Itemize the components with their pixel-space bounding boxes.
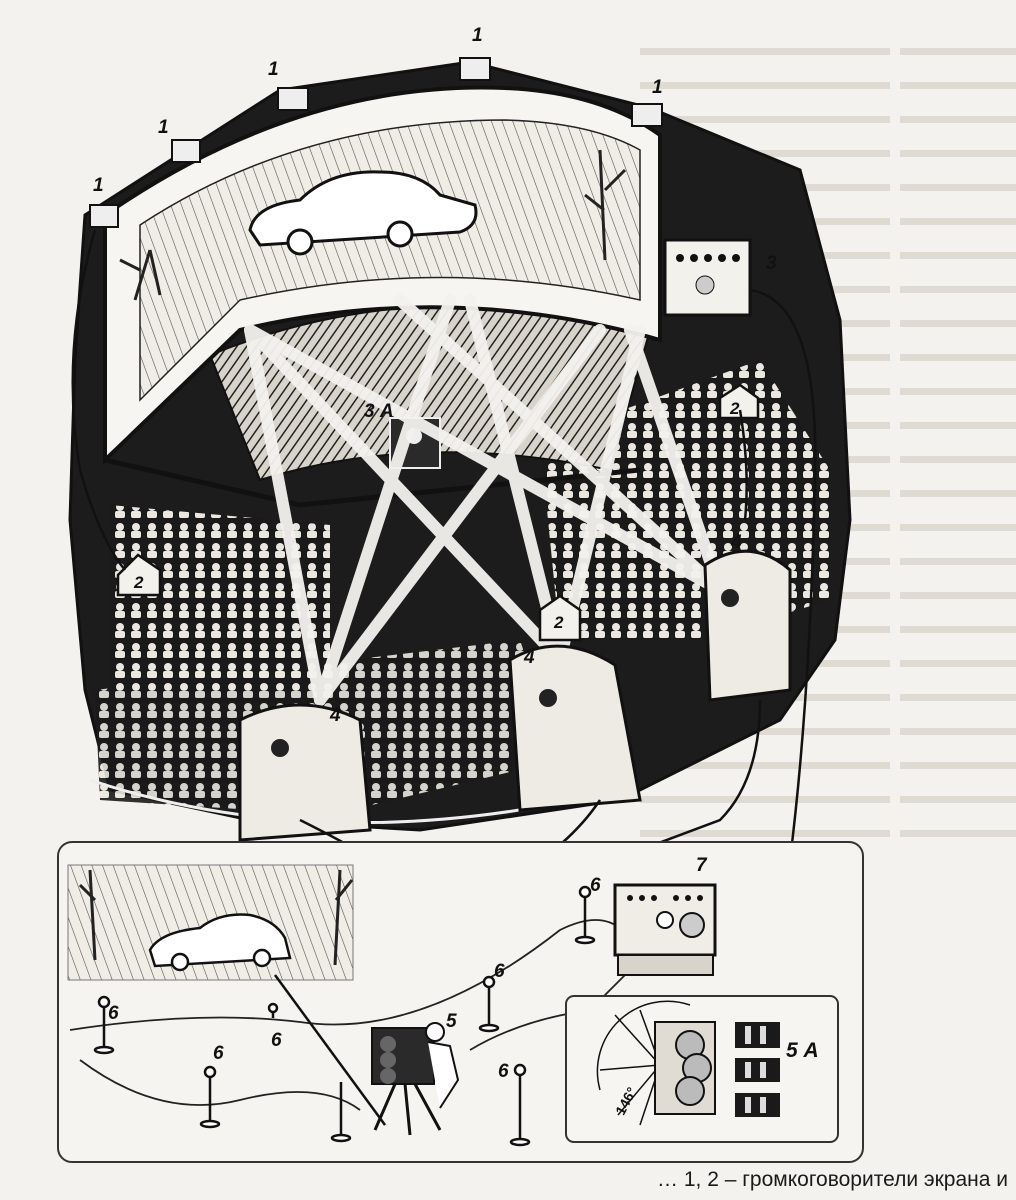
projector-booths-4 <box>238 549 792 842</box>
triple-camera-5 <box>273 974 460 1136</box>
callout-microphone-6d: 6 <box>494 961 505 982</box>
theater-cutaway <box>68 57 852 991</box>
sound-desk-7 <box>613 883 717 976</box>
figure-caption: … 1, 2 – громкоговорители экрана и <box>657 1168 1008 1191</box>
callout-control-room-3a: 3 А <box>364 401 394 422</box>
screen-speakers <box>89 57 663 228</box>
callout-projector-booth-4a: 4 <box>330 705 341 726</box>
callout-speaker-1c: 1 <box>268 59 279 80</box>
control-desk-3 <box>663 238 752 317</box>
callout-camera-5: 5 <box>446 1011 457 1032</box>
callout-microphone-6f: 6 <box>498 1061 509 1082</box>
small-speakers-2 <box>116 383 760 642</box>
callout-speaker-1a: 1 <box>93 175 104 196</box>
callout-sound-desk-7: 7 <box>696 855 707 876</box>
callout-microphone-6a: 6 <box>108 1003 119 1024</box>
callout-control-desk-3: 3 <box>766 253 777 274</box>
callout-projector-booth-4b: 4 <box>524 647 535 668</box>
filming-inset <box>57 841 864 1163</box>
callout-microphone-6c: 6 <box>213 1043 224 1064</box>
callout-projector-booth-4c: 4 <box>731 532 742 553</box>
callout-small-speaker-2b: 2 <box>730 399 740 418</box>
car-on-screen <box>248 170 478 256</box>
callout-speaker-1b: 1 <box>158 117 169 138</box>
callout-small-speaker-2c: 2 <box>554 613 564 632</box>
callout-speaker-1e: 1 <box>652 77 663 98</box>
seating-left <box>110 505 330 690</box>
callout-speaker-1d: 1 <box>472 25 483 46</box>
microphones-6 <box>93 885 596 1147</box>
callout-lens-array-5a: 5 А <box>786 1039 819 1062</box>
callout-microphone-6b: 6 <box>271 1030 282 1051</box>
callout-small-speaker-2a: 2 <box>134 573 144 592</box>
lens-diagram-5a <box>565 995 839 1143</box>
callout-microphone-6e: 6 <box>590 875 601 896</box>
